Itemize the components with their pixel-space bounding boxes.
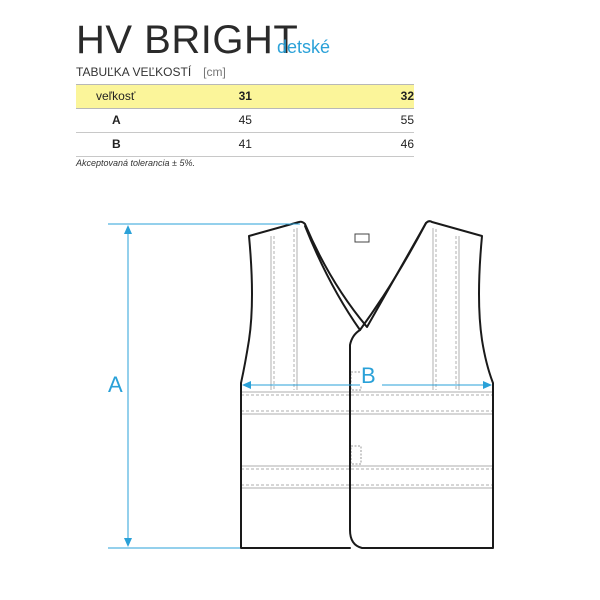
size-header-31: 31 (160, 84, 341, 109)
velcro-tab-upper (350, 371, 362, 391)
cell-a-31: 45 (160, 108, 341, 133)
cell-a-32: 55 (340, 108, 414, 133)
neck-label-tag (354, 233, 370, 243)
size-table-unit: [cm] (203, 65, 226, 79)
size-header-32: 32 (340, 84, 414, 109)
size-table-caption: TABUĽKA VEĽKOSTÍ [cm] (76, 64, 226, 80)
product-subtitle: detské (277, 37, 331, 57)
cell-b-32: 46 (340, 132, 414, 157)
dimension-b-label: B (361, 363, 376, 388)
dimension-a-arrow-top (124, 225, 132, 234)
velcro-tabs (350, 371, 362, 465)
dimension-b-label-bg (360, 364, 382, 386)
reflective-stripes (241, 228, 493, 489)
size-header-label: veľkosť (76, 84, 161, 109)
size-table-header-row: veľkosť 31 32 (76, 84, 414, 109)
tolerance-note: Akceptovaná tolerancia ± 5%. (76, 158, 196, 168)
dimension-a-arrow-bottom (124, 538, 132, 547)
vest-outline (240, 220, 494, 549)
size-table: veľkosť 31 32 A 45 55 B 41 46 (76, 84, 414, 157)
row-label-b: B (76, 132, 161, 157)
size-table-title: TABUĽKA VEĽKOSTÍ (76, 65, 192, 79)
row-label-a: A (76, 108, 161, 133)
dimension-b-arrow-right (483, 381, 492, 389)
table-row: B 41 46 (76, 132, 414, 157)
product-title: HV BRIGHT (76, 18, 299, 62)
velcro-tab-lower (350, 445, 362, 465)
dimension-a-label: A (108, 372, 123, 397)
front-closure-edge (359, 222, 427, 331)
table-row: A 45 55 (76, 108, 414, 133)
dimension-b-arrow-left (242, 381, 251, 389)
cell-b-31: 41 (160, 132, 341, 157)
dimension-a (108, 223, 300, 549)
